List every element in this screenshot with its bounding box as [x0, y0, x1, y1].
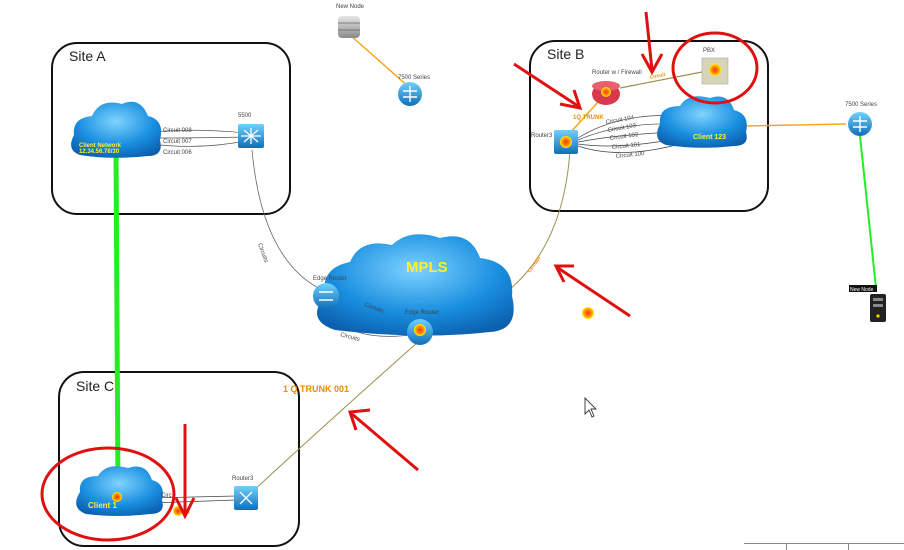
circuits-label-a: Circuits — [256, 243, 268, 264]
client-123-cloud — [657, 96, 747, 148]
client-network-label: Client Network — [79, 143, 122, 149]
site-b-label: Site B — [547, 46, 585, 62]
orange-link-router-firewall-to-router3 — [569, 101, 599, 134]
router3-b-icon — [554, 130, 578, 154]
annotation-arrow-top-right — [640, 11, 664, 76]
series-7500-right-icon — [848, 112, 872, 136]
circuit-label-104: Circuit 104 — [605, 115, 635, 126]
new-node-top-label: New Node — [336, 4, 365, 10]
annotation-arrow-site-c — [174, 424, 196, 520]
orange-link-client123-to-7500 — [743, 123, 847, 127]
circuit-label-pbx: Circuit — [649, 72, 666, 81]
bottom-bar-divider-2 — [848, 544, 849, 550]
green-link-7500-to-new-node — [859, 135, 877, 289]
new-node-right-label: New Node — [850, 287, 874, 293]
circuit-label-site-c: Circ — [161, 493, 172, 499]
site-c-label: Site C — [76, 378, 115, 394]
circuit-line-100 — [577, 143, 681, 153]
router-firewall-icon — [592, 81, 620, 105]
router3-c-label: Router3 — [232, 476, 254, 482]
new-node-right-label-bg — [849, 285, 877, 292]
circuit-label-008: Circuit 008 — [163, 128, 192, 134]
mpls-cloud-label: MPLS — [406, 259, 448, 276]
circuit-label-007: Circuit 007 — [163, 139, 192, 145]
link-5500-to-edge-router — [251, 149, 323, 291]
circuit-label-102: Circuit 102 — [609, 132, 639, 142]
bottom-status-bar — [744, 543, 904, 550]
circuit-label-103: Circuit 103 — [607, 123, 637, 134]
edge-router-right-label: Edge Router — [405, 310, 439, 316]
edge-router-left-icon — [313, 283, 339, 309]
circuit-line-007 — [149, 136, 246, 139]
trunk-label-c: 1 Q TRUNK 001 — [283, 384, 349, 394]
olive-link-router-firewall-to-pbx — [619, 71, 703, 89]
edge-router-right-icon — [407, 319, 433, 345]
circuit-line-c-1 — [149, 495, 237, 499]
series-7500-right-label: 7500 Series — [845, 102, 877, 108]
new-node-right-icon — [870, 294, 886, 322]
mouse-cursor-icon — [584, 396, 598, 418]
client-network-cloud — [71, 101, 162, 158]
annotation-arrow-trunk-b — [513, 62, 583, 110]
circuits-label-b-orange: Circuits — [527, 255, 543, 274]
annotation-arrow-circuits-b — [553, 264, 631, 318]
site-c-box — [58, 371, 300, 547]
router3-b-label: Router3 — [531, 133, 553, 139]
site-a-label: Site A — [69, 48, 106, 64]
olive-link-edge-to-router3-c — [251, 341, 419, 493]
site-a-box — [51, 42, 291, 215]
annotation-circle-client-1 — [40, 446, 176, 542]
hot-dot-standalone — [582, 307, 594, 319]
annotation-circle-pbx — [671, 31, 759, 105]
new-node-top-icon — [338, 16, 360, 38]
pbx-label: PBX — [703, 48, 715, 54]
client-1-cloud — [76, 466, 163, 516]
edge-router-left-label: Edge Router — [313, 276, 347, 282]
mpls-cloud — [317, 234, 514, 336]
circuit-label-101: Circuit 101 — [612, 142, 642, 151]
client-1-hot-dot — [112, 492, 122, 502]
router3-c-icon — [234, 486, 258, 510]
switch-5500-icon — [238, 124, 264, 148]
circuit-label-100: Circuit 100 — [616, 151, 646, 160]
annotation-arrow-trunk-c — [347, 408, 419, 472]
router-firewall-label: Router w / Firewall — [592, 70, 642, 76]
series-7500-top-label: 7500 Series — [398, 75, 430, 81]
client-network-ip: 12.34.56.78/30 — [79, 149, 120, 155]
client-1-label: Client 1 — [88, 501, 117, 510]
circuit-label-006: Circuit 006 — [163, 150, 192, 156]
series-7500-top-icon — [398, 82, 422, 106]
bottom-bar-divider-1 — [786, 544, 787, 550]
pbx-icon — [701, 57, 729, 85]
trunk-label-b: 1Q TRUNK — [573, 115, 604, 121]
circuits-label-low: Circuits — [339, 332, 360, 343]
switch-5500-label: 5500 — [238, 113, 252, 119]
orange-link-new-node-to-7500 — [348, 33, 411, 89]
green-link-client-network-to-client-1 — [113, 149, 121, 491]
client-123-label: Client 123 — [693, 134, 726, 141]
